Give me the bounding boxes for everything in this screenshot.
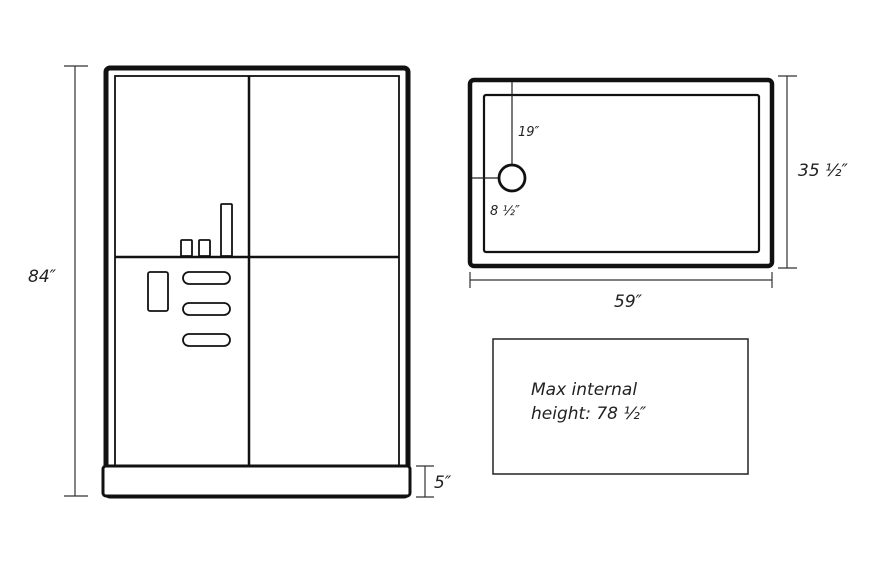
note-box [492,338,749,475]
height-label: 84″ [28,267,57,287]
note-line-2: height: 78 ½″ [531,404,647,424]
shelf-bottle-small-1 [180,239,193,257]
drain-circle [497,163,527,193]
shelf-bottle-tall [220,203,233,257]
width-dimension [469,272,773,288]
shelf-bottle-small-2 [198,239,211,257]
drain-from-back-label: 19″ [518,125,540,140]
front-view: 84″ 5″ [28,65,452,499]
depth-label: 35 ½″ [798,161,849,181]
base-height-dimension [416,465,434,498]
height-dimension [64,65,88,497]
jet-slot-1 [182,271,231,285]
width-label: 59″ [614,292,643,312]
jet-slot-2 [182,302,231,316]
tray-inner-outline [482,93,761,254]
base-tray [101,464,412,498]
tray-outer-outline [467,77,775,269]
enclosure-outer-frame [103,65,411,499]
top-view: 19″ 8 ½″ 35 ½″ 59″ [467,75,849,312]
control-panel-display [147,271,169,312]
note-line-1: Max internal [531,380,637,400]
internal-height-note: Max internal height: 78 ½″ [492,338,749,475]
jet-slot-3 [182,333,231,347]
base-height-label: 5″ [434,473,452,493]
drain-from-side-label: 8 ½″ [490,204,520,219]
depth-dimension [778,75,797,269]
